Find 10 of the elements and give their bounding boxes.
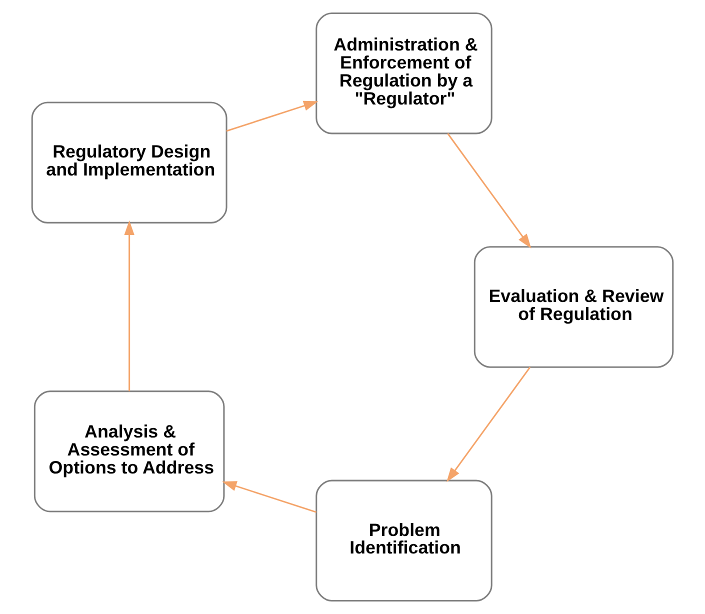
node-box: Regulatory Design and Implementation — [31, 102, 228, 224]
arrow — [226, 100, 318, 132]
arrow — [446, 366, 531, 482]
node-box: Administration & Enforcement of Regulation by a "Regulator" — [316, 12, 492, 134]
node-box: Evaluation & Review of Regulation — [474, 246, 674, 368]
node-box: Problem Identification — [316, 480, 492, 602]
arrow — [124, 220, 134, 392]
arrow — [222, 481, 317, 513]
node-box: Analysis & Assessment of Options to Address — [34, 390, 225, 512]
arrow — [447, 133, 532, 249]
